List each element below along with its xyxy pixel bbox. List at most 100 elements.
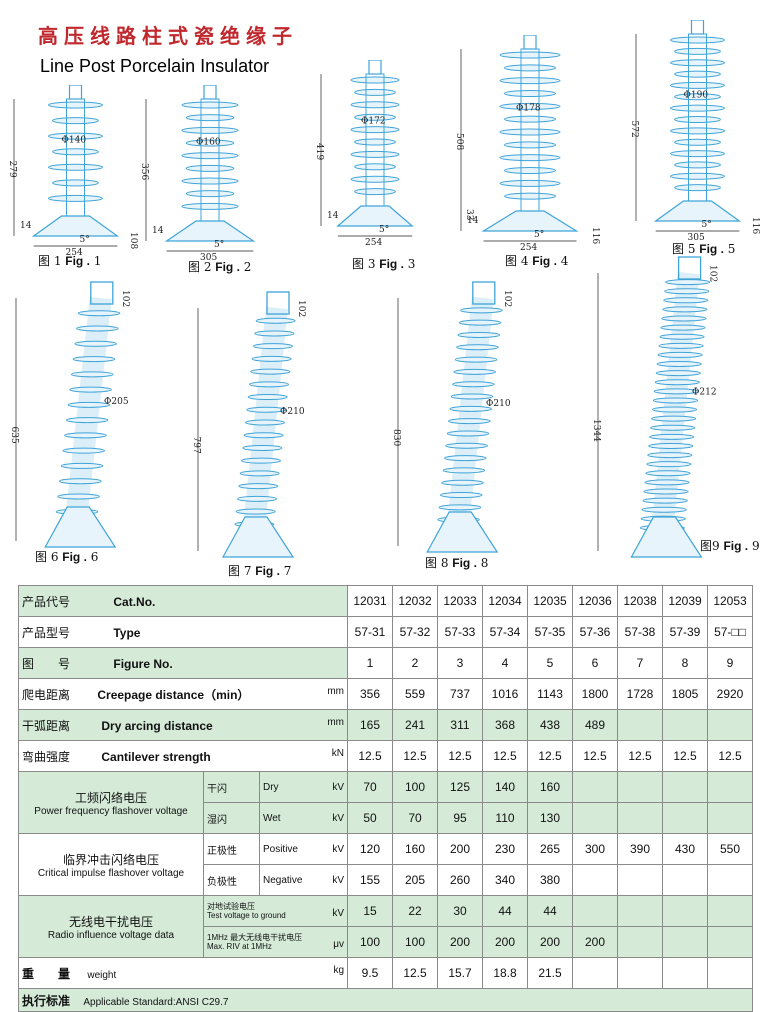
- shed: [504, 167, 556, 174]
- riv-max-en: Max. RIV at 1MHz: [207, 942, 272, 951]
- shed: [181, 152, 239, 160]
- shed: [438, 504, 482, 511]
- base-flange: [653, 200, 742, 222]
- ci-en: Critical impulse flashover voltage: [37, 867, 185, 879]
- cell: 4: [482, 647, 528, 679]
- shed: [445, 442, 488, 449]
- shed: [460, 307, 503, 314]
- standard-en: Applicable Standard:ANSI C29.7: [83, 996, 229, 1008]
- pf-wet-cn: 湿闪: [203, 802, 260, 834]
- shed: [245, 419, 285, 426]
- page-title-en: Line Post Porcelain Insulator: [40, 56, 270, 76]
- diameter-label: Φ160: [196, 138, 221, 148]
- cell: [617, 771, 663, 803]
- cell: [707, 895, 753, 927]
- cell: 12.5: [617, 740, 663, 772]
- core: [650, 271, 700, 539]
- cell: 200: [482, 926, 528, 958]
- shed: [64, 432, 107, 439]
- side-dim-label: 108: [128, 232, 138, 249]
- caption-en: Fig .: [452, 556, 477, 570]
- shed: [650, 415, 697, 422]
- clamp-icon: [472, 281, 496, 305]
- angle-label: 5°: [80, 235, 90, 245]
- ci-neg-en-text: Negative: [262, 874, 303, 886]
- weight-en: weight: [87, 969, 117, 981]
- figure-cn: 图 号: [22, 656, 71, 671]
- cell: [662, 895, 708, 927]
- shed: [670, 36, 725, 44]
- shed: [650, 424, 696, 431]
- shed: [253, 343, 293, 350]
- type-en: Type: [113, 625, 141, 640]
- figure-caption: 图 1 Fig . 1: [38, 252, 101, 269]
- cell: 140: [482, 771, 528, 803]
- cell: 57-35: [527, 616, 573, 648]
- shed: [77, 310, 121, 317]
- top-dim-label: 102: [708, 265, 718, 282]
- catno-cn: 产品代号: [22, 594, 71, 609]
- cell: 9: [707, 647, 753, 679]
- shed: [448, 418, 491, 425]
- shed: [499, 51, 561, 59]
- cell: 12.5: [572, 740, 618, 772]
- shed: [649, 433, 695, 440]
- caption-en: Fig .: [215, 260, 240, 274]
- base-flange: [426, 511, 499, 553]
- shed: [255, 317, 296, 324]
- shed: [674, 70, 721, 78]
- creepage-unit: mm: [327, 685, 344, 697]
- clamp-icon: [266, 291, 290, 315]
- caption-num: 3: [403, 257, 416, 271]
- shed: [674, 116, 721, 123]
- cell: 57-33: [437, 616, 483, 648]
- shed: [654, 379, 700, 386]
- shed: [52, 148, 99, 156]
- row-creepage-label: 爬电距离 Creepage distance（min） mm: [18, 678, 348, 710]
- shed: [642, 497, 688, 504]
- caption-en: Fig .: [255, 564, 280, 578]
- cell: 12032: [392, 585, 438, 617]
- caption-en: Fig .: [723, 539, 749, 553]
- width-label: 254: [66, 248, 83, 258]
- cell: [662, 709, 708, 741]
- shed: [241, 457, 281, 464]
- figure-caption: 图 4 Fig . 4: [505, 252, 568, 269]
- shed: [659, 333, 705, 340]
- riv-max-unit: μv: [333, 939, 344, 950]
- cell: 205: [392, 864, 438, 896]
- shed: [181, 177, 239, 185]
- diameter-label: Φ178: [516, 104, 541, 114]
- shed: [251, 355, 292, 362]
- caption-cn: 图9: [700, 539, 724, 553]
- caption-cn: 图 8: [425, 556, 453, 570]
- cell: [707, 864, 753, 896]
- pf-en: Power frequency flashover voltage: [34, 805, 188, 817]
- height-label: 1344: [591, 419, 601, 442]
- cell: 200: [437, 833, 483, 865]
- shed: [446, 430, 490, 437]
- standard-cn: 执行标准: [22, 993, 71, 1008]
- base-flange: [44, 506, 117, 548]
- cell: [572, 895, 618, 927]
- cell: 1143: [527, 678, 573, 710]
- page-title-cn: 高压线路柱式瓷绝缘子: [38, 24, 298, 48]
- width-label: 305: [688, 233, 705, 243]
- cell: 8: [662, 647, 708, 679]
- cell: 57-38: [617, 616, 663, 648]
- cell: 12.5: [392, 740, 438, 772]
- cell: 57-□□: [707, 616, 753, 648]
- cell: 200: [437, 926, 483, 958]
- height-label: 356: [140, 163, 149, 180]
- cell: 12035: [527, 585, 573, 617]
- width-label: 305: [200, 253, 217, 263]
- caption-num: 7: [279, 564, 292, 578]
- shed: [350, 150, 400, 158]
- shed: [450, 393, 494, 400]
- base-flange: [481, 210, 579, 232]
- shed: [350, 101, 400, 109]
- shed: [243, 432, 284, 439]
